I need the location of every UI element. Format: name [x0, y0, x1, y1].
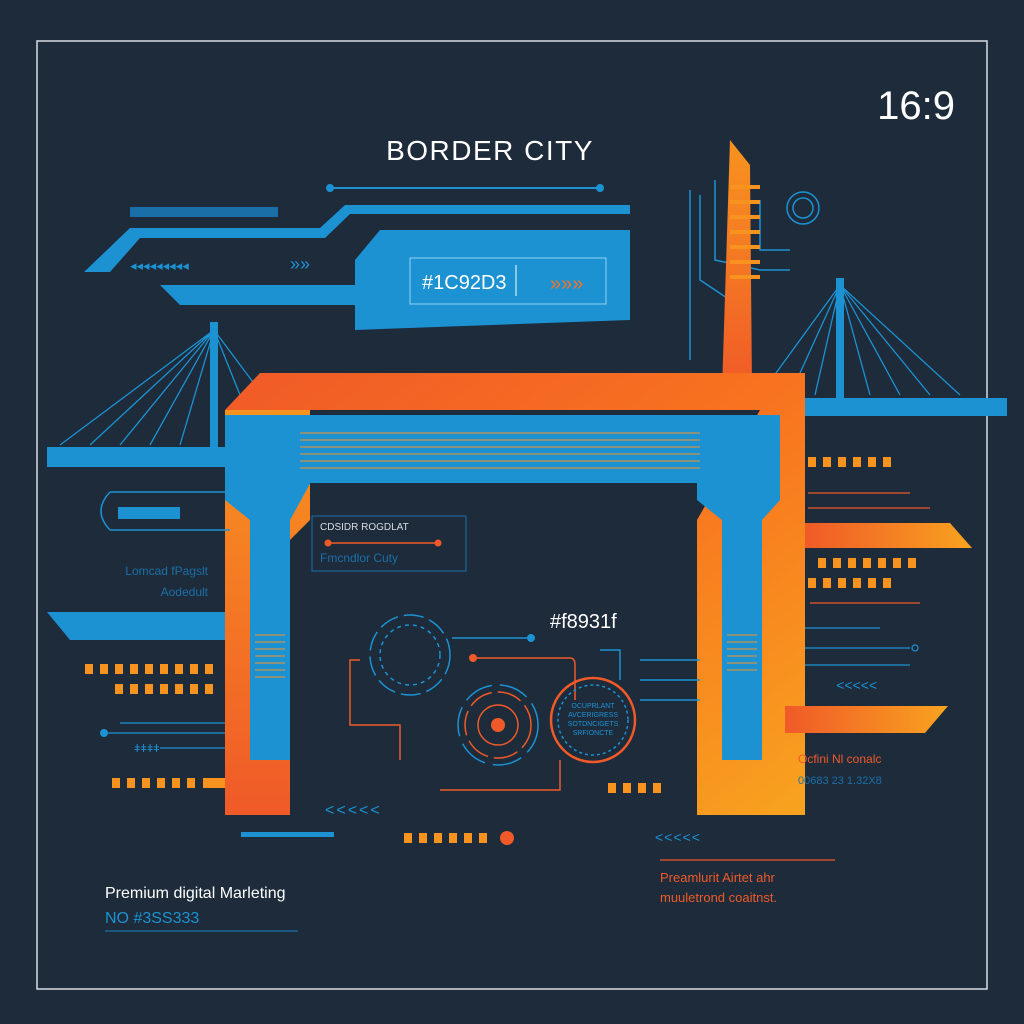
poster-title: BORDER CITY [386, 135, 594, 166]
svg-text:SRFIONCTE: SRFIONCTE [573, 730, 614, 737]
blue-tag-arrows: »»» [550, 273, 583, 295]
right-caption-line2: 00683 23 1.32X8 [798, 775, 882, 787]
bottom-left-code: NO #3SS333 [105, 910, 199, 927]
bottom-left-title: Premium digital Marleting [105, 885, 286, 902]
circuit-diagram [349, 614, 700, 791]
svg-text:AVCERIGRESS: AVCERIGRESS [568, 712, 618, 719]
bottom-right-line2: muuletrond coaitnst. [660, 890, 777, 905]
small-ticks: ǂǂǂǂ [134, 743, 160, 755]
blue-hex-tag [355, 230, 630, 330]
panel-line2: Fmcndlor Cuty [320, 551, 398, 565]
chevrons-right-side: <<<<< [836, 677, 877, 693]
chevrons-left: <<<<< [325, 802, 382, 819]
info-panel [311, 515, 467, 572]
svg-text:OCUPRLANT: OCUPRLANT [571, 703, 615, 710]
right-bridge [759, 278, 1007, 416]
bottom-right-line1: Preamlurit Airtet ahr [660, 870, 776, 885]
tower-stripes [730, 185, 760, 279]
panel-line1: CDSIDR ROGDLAT [320, 522, 409, 533]
left-caption-line2: Aodedult [161, 585, 209, 599]
mid-arrows: »» [290, 254, 310, 274]
svg-text:SOTDNCIGETS: SOTDNCIGETS [568, 721, 619, 728]
circle-text: OCUPRLANT AVCERIGRESS SOTDNCIGETS SRFION… [568, 703, 619, 737]
aspect-label: 16:9 [877, 84, 955, 128]
poster-border [36, 40, 988, 990]
right-side-elements [105, 457, 972, 932]
border-gate [225, 373, 805, 815]
blue-hex-label: #1C92D3 [422, 272, 507, 294]
left-caption-line1: Lomcad fPagslt [125, 564, 208, 578]
chevrons-bottom: <<<<< [655, 829, 701, 845]
right-caption-line1: Ocfini Nl conalc [798, 752, 881, 766]
left-side-elements [47, 491, 334, 837]
left-arrows: ◂◂◂◂◂◂◂◂◂ [130, 258, 189, 273]
left-bridge [47, 322, 301, 467]
blue-streaks [84, 184, 630, 305]
orange-hex-label: #f8931f [550, 611, 617, 633]
